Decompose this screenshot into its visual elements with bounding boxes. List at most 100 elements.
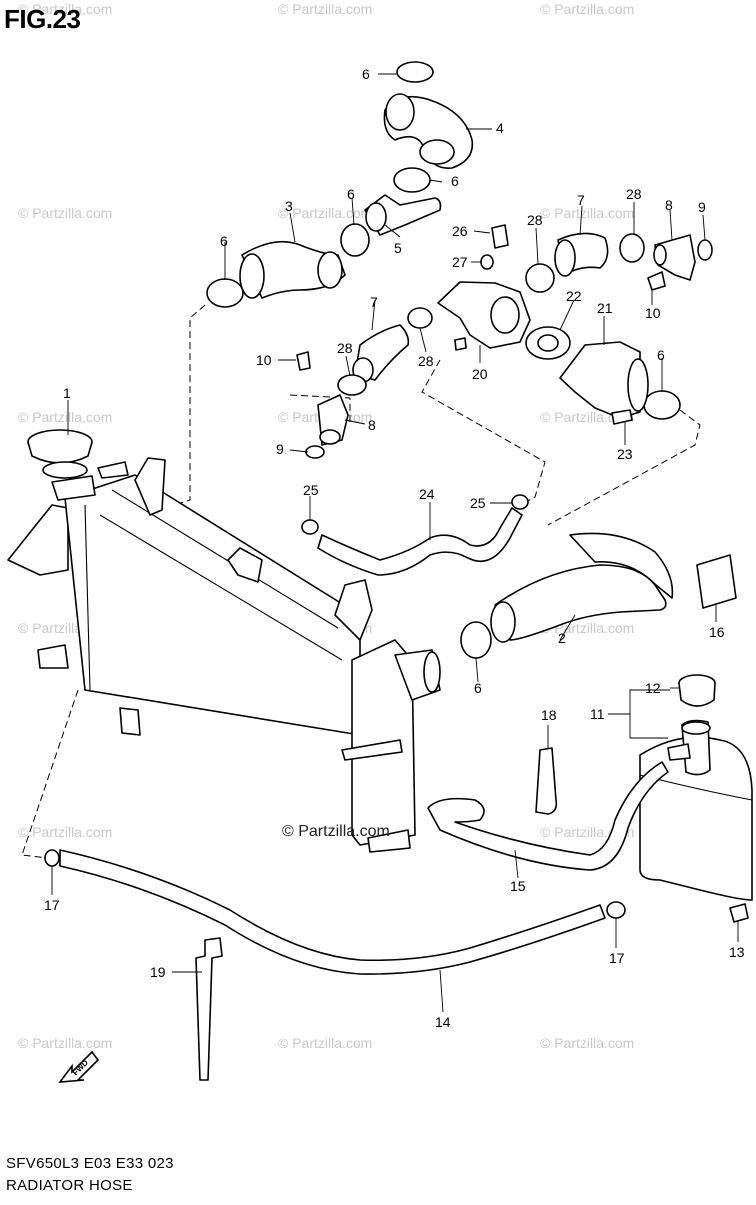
leader-lines: [51, 73, 739, 1013]
watermark: © Partzilla.com: [540, 205, 634, 221]
part-4-hose: [383, 93, 474, 169]
callout-28: 28: [418, 353, 434, 369]
watermark: © Partzilla.com: [18, 205, 112, 221]
part-25-clamp: [511, 494, 529, 510]
watermark: © Partzilla.com: [18, 409, 112, 425]
part-23-bolt: [611, 409, 633, 425]
callout-25: 25: [303, 482, 319, 498]
radiator-filler-neck: [42, 461, 88, 479]
callout-16: 16: [709, 624, 725, 640]
callout-13: 13: [729, 944, 745, 960]
part-19-cable-tie: [195, 937, 223, 1081]
radiator-bottom-tab: [119, 707, 141, 736]
callout-28: 28: [527, 212, 543, 228]
callout-6: 6: [347, 186, 355, 202]
clamp: [643, 390, 681, 420]
callout-6: 6: [657, 347, 665, 363]
callout-21: 21: [597, 300, 613, 316]
callout-14: 14: [435, 1014, 451, 1030]
callout-24: 24: [419, 486, 435, 502]
radiator-lower-bracket: [37, 644, 69, 669]
part-12-reservoir-cap: [678, 674, 716, 707]
callout-8: 8: [665, 197, 673, 213]
part-6-clamps: [206, 61, 681, 659]
callout-10: 10: [645, 305, 661, 321]
part-10-bolts: [296, 271, 666, 371]
callout-8: 8: [368, 417, 376, 433]
part-25-clamp: [301, 519, 319, 535]
callout-23: 23: [617, 446, 633, 462]
part-9-o-ring: [697, 239, 713, 261]
part-2-hose: [490, 532, 674, 643]
callout-10: 10: [256, 352, 272, 368]
callout-17: 17: [44, 897, 60, 913]
part-27-washer: [480, 254, 494, 270]
callout-6: 6: [474, 680, 482, 696]
center-watermark: © Partzilla.com: [282, 823, 390, 840]
callout-2: 2: [558, 630, 566, 646]
part-18-holder: [535, 747, 558, 815]
part-16-pad: [696, 554, 737, 609]
callout-11: 11: [590, 706, 605, 722]
callout-6: 6: [451, 173, 459, 189]
clamp: [393, 167, 431, 193]
callout-22: 22: [566, 288, 582, 304]
watermark: © Partzilla.com: [278, 205, 372, 221]
part-3-hose: [239, 240, 346, 299]
radiator-right-mount: [334, 579, 373, 641]
section-name: RADIATOR HOSE: [6, 1177, 133, 1194]
callout-15: 15: [510, 878, 526, 894]
part-28-clamp: [525, 263, 555, 293]
fwd-arrow-icon: FWD: [58, 1050, 100, 1083]
clamp: [206, 278, 244, 308]
callout-7: 7: [370, 294, 378, 310]
figure-title: FIG.23: [4, 4, 81, 34]
clamp: [340, 223, 370, 257]
part-28-clamp: [337, 374, 367, 396]
clamp: [460, 621, 492, 659]
part-28-clamp: [619, 233, 645, 263]
part-7-hoses: [352, 232, 609, 383]
watermark: © Partzilla.com: [18, 1035, 112, 1051]
callout-25: 25: [470, 495, 486, 511]
callout-4: 4: [496, 120, 504, 136]
callout-9: 9: [698, 199, 706, 215]
part-22-thermostat: [525, 326, 571, 360]
callout-27: 27: [452, 254, 468, 270]
part-11-reservoir-tank: [639, 719, 753, 901]
radiator-top-mount: [134, 457, 166, 516]
part-17-clamp: [44, 849, 60, 867]
watermark: © Partzilla.com: [18, 824, 112, 840]
radiator-upper-mount: [227, 547, 263, 583]
callout-9: 9: [276, 441, 284, 457]
part-5-fitting: [364, 194, 442, 236]
part-20-thermostat-housing: [437, 281, 531, 351]
callout-18: 18: [541, 707, 557, 723]
part-13-bolt: [729, 903, 749, 923]
callout-6: 6: [220, 233, 228, 249]
callout-5: 5: [394, 240, 402, 256]
radiator-core: [64, 474, 361, 736]
callout-28: 28: [626, 186, 642, 202]
part-9-o-ring: [305, 445, 325, 459]
callout-12: 12: [645, 680, 661, 696]
callout-3: 3: [285, 198, 293, 214]
watermark: © Partzilla.com: [278, 1035, 372, 1051]
radiator: [7, 429, 441, 853]
part-21-thermostat-cover: [559, 341, 649, 419]
part-8-fittings: [317, 234, 696, 446]
part-17-clamp: [606, 901, 626, 919]
part-14-hose: [59, 849, 606, 975]
watermark: © Partzilla.com: [18, 1, 112, 17]
part-28-clamp: [407, 307, 433, 329]
clamp: [396, 61, 434, 83]
callout-1: 1: [63, 385, 71, 401]
callout-labels: 1 2 3 4 5 6 6 6 6 6 6 7 7 8 8 9 9 10 10 …: [44, 66, 745, 1030]
watermark: © Partzilla.com: [540, 1035, 634, 1051]
model-code: SFV650L3 E03 E33 023: [6, 1155, 174, 1172]
callout-19: 19: [150, 964, 166, 980]
part-26-temp-sensor: [491, 224, 509, 249]
radiator-side-bracket: [7, 504, 69, 576]
